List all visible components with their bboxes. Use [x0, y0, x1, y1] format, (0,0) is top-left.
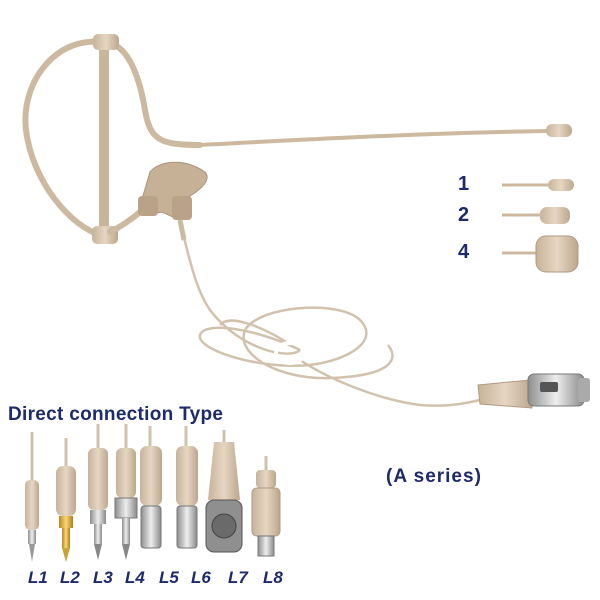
connector-l8: [251, 456, 281, 557]
headset-body: [138, 161, 208, 241]
capsule-label-2: 2: [458, 204, 470, 226]
cable-tie: [274, 341, 306, 365]
connector-l7: [205, 430, 243, 553]
capsule-label-4: 4: [458, 241, 470, 263]
connector-label-l7: L7: [228, 568, 248, 587]
connector-l5: [140, 426, 162, 549]
connector-l1: [25, 432, 39, 562]
connector-label-l3: L3: [93, 568, 113, 587]
series-label: (A series): [386, 466, 482, 487]
capsule-option-4: [502, 235, 579, 273]
connector-l3: [88, 424, 108, 560]
headset-boom: [196, 124, 572, 147]
connector-label-l4: L4: [125, 568, 145, 587]
capsule-option-1: [502, 179, 574, 191]
connector-label-l2: L2: [60, 568, 80, 587]
connector-label-l5: L5: [159, 568, 179, 587]
connector-l2: [56, 438, 76, 562]
section-heading: Direct connection Type: [8, 404, 224, 425]
connector-label-l6: L6: [191, 568, 211, 587]
connector-l6: [176, 426, 198, 549]
connector-l4: [114, 424, 138, 560]
headset-earloop: [22, 34, 203, 244]
connector-label-l8: L8: [263, 568, 283, 587]
mini-xlr-connector: [477, 373, 590, 409]
capsule-option-2: [502, 207, 570, 224]
connector-label-l1: L1: [28, 568, 48, 587]
capsule-label-1: 1: [458, 173, 470, 195]
headset-cable: [182, 237, 501, 407]
